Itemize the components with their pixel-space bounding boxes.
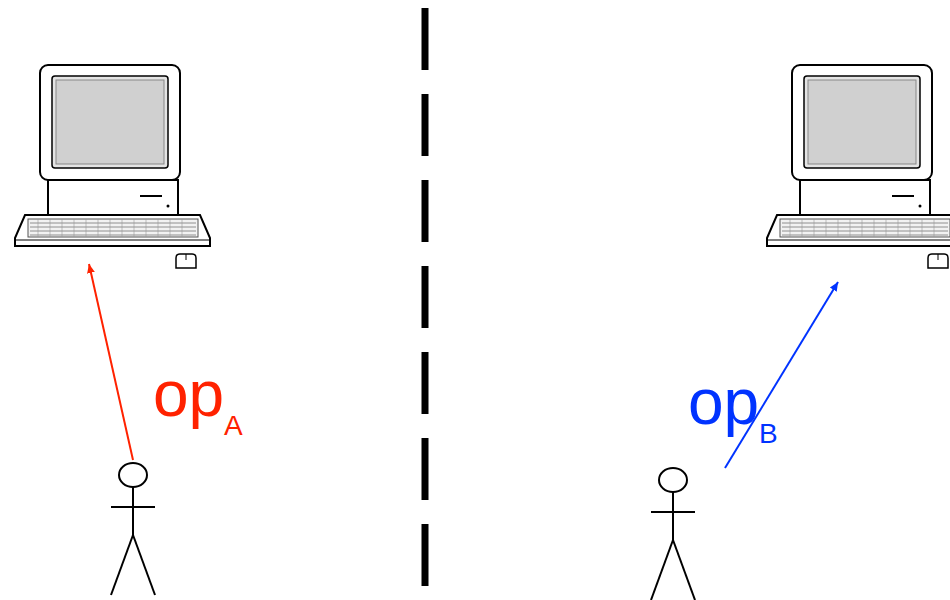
operation-arrow [89, 264, 133, 460]
operation-label: op [688, 370, 759, 434]
operation-label: op [153, 362, 224, 426]
separator-line [422, 8, 429, 600]
operation-subscript: A [224, 412, 243, 440]
operation-subscript: B [759, 420, 778, 448]
computer-icon [767, 65, 950, 268]
computer-icon [15, 65, 210, 268]
person-figure [111, 463, 155, 595]
person-figure [651, 468, 695, 600]
